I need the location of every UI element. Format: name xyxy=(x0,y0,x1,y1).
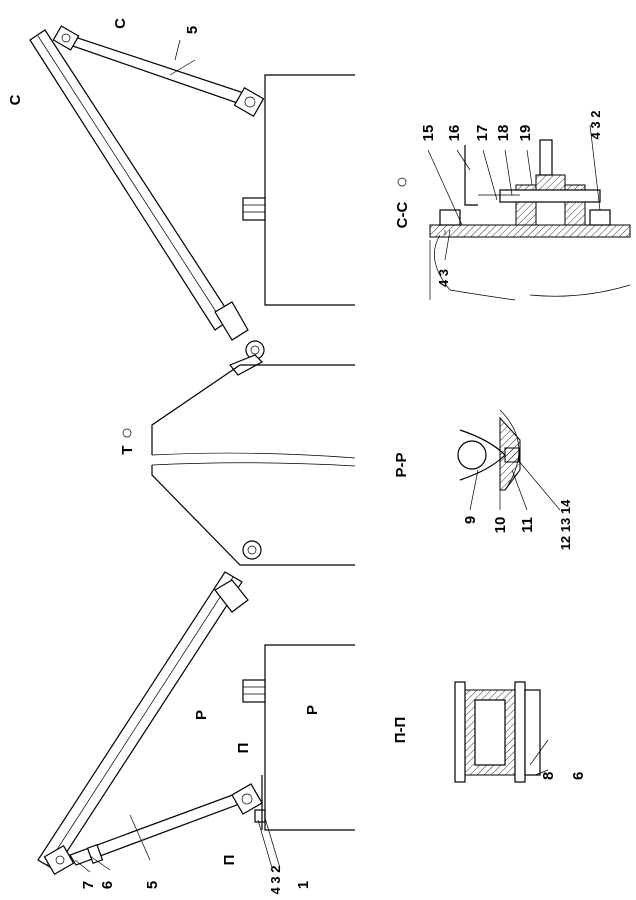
center-body xyxy=(151,364,356,566)
callout-nn-6: 6 xyxy=(570,772,587,780)
callout-16: 16 xyxy=(446,125,463,142)
top-box xyxy=(242,74,355,306)
cut-p-left-label: Р xyxy=(193,710,210,720)
callout-bottom-rod: 5 xyxy=(144,881,161,889)
section-pp xyxy=(457,409,521,491)
callout-19: 19 xyxy=(517,125,534,142)
section-cc-marker-icon xyxy=(397,177,407,187)
section-c-left-label: C xyxy=(7,94,24,105)
callout-11: 11 xyxy=(519,517,536,533)
callout-432-cc: 4 3 2 xyxy=(588,111,603,140)
callout-7: 7 xyxy=(80,881,97,889)
callout-nn-8: 8 xyxy=(540,772,557,780)
callout-15: 15 xyxy=(420,125,437,142)
top-panel xyxy=(29,29,265,376)
section-nn xyxy=(454,681,541,783)
callout-1: 1 xyxy=(295,881,312,889)
callout-top-rod: 5 xyxy=(184,26,201,34)
callout-9: 9 xyxy=(462,516,479,524)
callout-121314: 12 13 14 xyxy=(558,499,573,550)
cut-p-right-label: Р xyxy=(304,705,321,715)
callout-17: 17 xyxy=(474,125,491,142)
labels: C C 5 T Р Р П П 7 6 5 4 3 2 1 C-C 15 16 … xyxy=(7,18,603,895)
cut-n-bottom-label: П xyxy=(221,855,238,866)
cut-n-top-label: П xyxy=(235,743,252,754)
leader-lines xyxy=(74,39,601,873)
bottom-rod xyxy=(43,783,266,875)
callout-432-bottom: 4 3 2 xyxy=(268,866,283,895)
callout-18: 18 xyxy=(495,125,512,142)
bottom-panel xyxy=(37,540,262,871)
view-t-label: T xyxy=(119,445,136,454)
section-nn-title: П-П xyxy=(392,717,409,744)
top-rod xyxy=(52,25,265,117)
callout-6: 6 xyxy=(99,881,116,889)
section-cc xyxy=(429,139,631,301)
section-c-top-label: C xyxy=(112,18,129,29)
callout-43-cc: 4 3 xyxy=(436,269,451,287)
callout-10: 10 xyxy=(492,517,509,534)
bottom-box xyxy=(242,644,355,831)
section-pp-title: Р-Р xyxy=(393,452,410,477)
view-t-marker-icon xyxy=(122,428,132,438)
section-cc-title: C-C xyxy=(394,202,411,229)
